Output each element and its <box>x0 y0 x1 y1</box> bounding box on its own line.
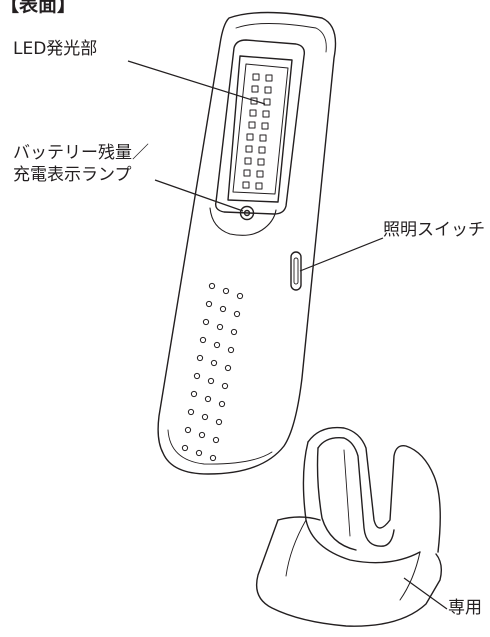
label-led: LED発光部 <box>13 39 98 59</box>
flashlight-body <box>157 11 337 475</box>
charging-stand <box>255 426 443 627</box>
leader-line-led <box>127 60 266 105</box>
label-switch: 照明スイッチ <box>383 220 485 240</box>
speaker-grille-icon <box>181 282 244 462</box>
leader-line-battery <box>154 179 244 212</box>
led-grid-icon <box>242 73 273 190</box>
label-battery-line2: 充電表示ランプ <box>13 165 132 185</box>
led-panel <box>209 39 306 236</box>
leader-lines <box>127 60 448 610</box>
indicator-lamp-icon <box>239 205 255 221</box>
label-battery-line1: バッテリー残量／ <box>13 143 149 163</box>
page-title: 【表面】 <box>0 0 77 16</box>
leader-line-stand <box>403 577 448 610</box>
label-stand: 専用 <box>448 598 482 618</box>
leader-line-switch <box>299 237 384 272</box>
power-switch-icon <box>290 251 302 291</box>
